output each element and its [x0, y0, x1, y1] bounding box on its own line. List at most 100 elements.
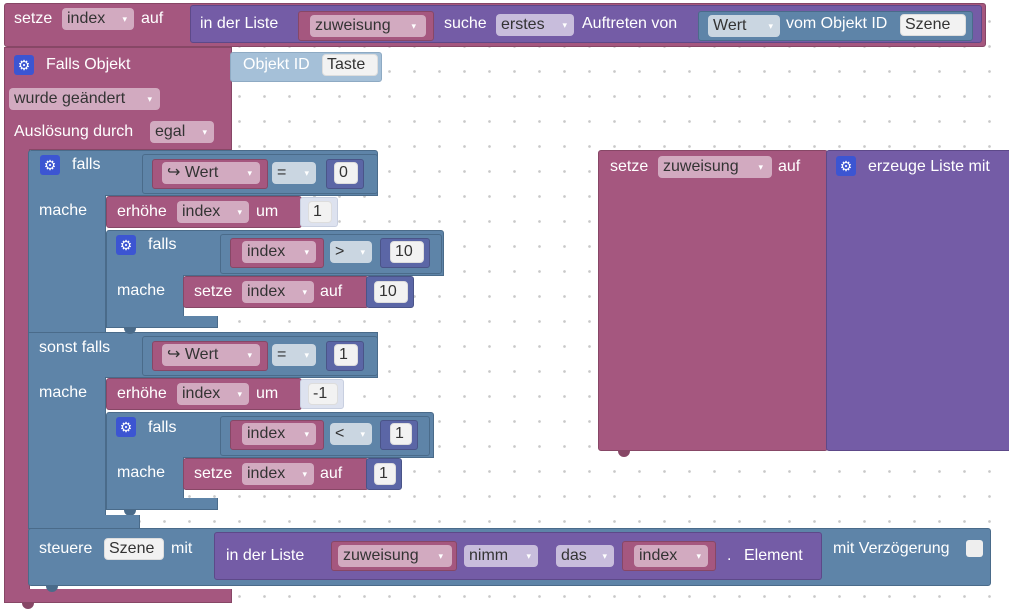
control-block-tab — [46, 585, 58, 592]
set-label: setze — [14, 10, 53, 27]
event-block-tab — [22, 602, 34, 609]
increment-label: erhöhe — [117, 203, 167, 220]
gear-icon[interactable]: ⚙ — [116, 235, 136, 255]
chevron-down-icon: ▾ — [438, 551, 443, 561]
less-operator-dropdown[interactable]: <▾ — [330, 423, 372, 445]
index-dropdown[interactable]: index▾ — [177, 201, 249, 223]
take-dropdown[interactable]: nimm▾ — [464, 545, 538, 567]
delay-checkbox[interactable] — [966, 540, 983, 557]
do-label: mache — [117, 464, 166, 481]
chevron-down-icon: ▾ — [202, 127, 207, 137]
chevron-down-icon: ▾ — [247, 350, 252, 360]
chevron-down-icon: ▾ — [602, 551, 607, 561]
control-label: steuere — [39, 540, 93, 557]
create-list-label: erzeuge Liste mit — [868, 158, 990, 175]
zero-field[interactable]: 0 — [334, 162, 358, 184]
the-dropdown[interactable]: das▾ — [556, 545, 614, 567]
event-block-spine — [4, 149, 30, 592]
inner-if-spine — [106, 457, 184, 499]
on-object-label: Falls Objekt — [46, 56, 131, 73]
chevron-down-icon: ▾ — [696, 551, 701, 561]
one-field[interactable]: 1 — [334, 344, 358, 366]
ten-field[interactable]: 10 — [390, 241, 424, 263]
index-dropdown[interactable]: index▾ — [242, 463, 314, 485]
triggered-by-label: Auslösung durch — [14, 123, 134, 140]
chevron-down-icon: ▾ — [302, 469, 307, 479]
gear-icon[interactable]: ⚙ — [40, 155, 60, 175]
occurrence-label: Auftreten von — [582, 15, 678, 32]
do-label: mache — [117, 282, 166, 299]
do-label: mache — [39, 384, 88, 401]
increment-label: erhöhe — [117, 385, 167, 402]
object-id-label: Objekt ID — [243, 56, 310, 73]
trigger-any-dropdown[interactable]: egal▾ — [150, 121, 214, 143]
if-label: falls — [148, 419, 177, 436]
chevron-down-icon: ▾ — [247, 168, 252, 178]
do-label: mache — [39, 202, 88, 219]
by-label: um — [256, 203, 279, 220]
chevron-down-icon: ▾ — [562, 20, 567, 30]
zuweisung-dropdown[interactable]: zuweisung▾ — [338, 545, 452, 567]
if-label: falls — [72, 156, 101, 173]
inner-if-footer — [106, 316, 218, 328]
set-label: setze — [194, 283, 233, 300]
chevron-down-icon: ▾ — [768, 21, 773, 31]
first-dropdown[interactable]: erstes▾ — [496, 14, 574, 36]
index-dropdown[interactable]: index▾ — [242, 241, 316, 263]
outer-else-if-spine — [28, 377, 106, 529]
inner-if-tab — [124, 509, 136, 516]
value-property-dropdown[interactable]: Wert▾ — [708, 15, 780, 37]
set-label: setze — [194, 465, 233, 482]
outer-if-spine — [28, 195, 106, 333]
chevron-down-icon: ▾ — [237, 207, 242, 217]
with-delay-label: mit Verzögerung — [833, 540, 950, 557]
inner-if-tab — [124, 327, 136, 334]
gear-icon[interactable]: ⚙ — [836, 156, 856, 176]
one-field[interactable]: 1 — [374, 463, 396, 485]
in-list-label: in der Liste — [200, 15, 279, 32]
gear-icon[interactable]: ⚙ — [116, 417, 136, 437]
button-id-field[interactable]: Taste — [322, 54, 378, 76]
to-label: auf — [320, 283, 343, 300]
changed-dropdown[interactable]: wurde geändert▾ — [9, 88, 160, 110]
scene-id-field[interactable]: Szene — [900, 14, 966, 36]
with-label: mit — [171, 540, 193, 557]
gear-icon[interactable]: ⚙ — [14, 55, 34, 75]
ten-field[interactable]: 10 — [374, 281, 408, 303]
equals-operator-dropdown[interactable]: =▾ — [272, 344, 316, 366]
chevron-down-icon: ▾ — [526, 551, 531, 561]
index-dropdown[interactable]: index▾ — [242, 423, 316, 445]
trigger-value-dropdown[interactable]: ↪ Wert▾ — [162, 162, 260, 184]
outer-if-footer — [28, 515, 140, 529]
index-dropdown[interactable]: index▾ — [177, 383, 249, 405]
set-label: setze — [610, 158, 649, 175]
create-list-block[interactable] — [826, 150, 1009, 451]
to-label: auf — [141, 10, 164, 27]
greater-operator-dropdown[interactable]: >▾ — [330, 241, 372, 263]
element-label: Element — [744, 547, 803, 564]
chevron-down-icon: ▾ — [758, 162, 763, 172]
inner-if-footer — [106, 498, 218, 510]
chevron-down-icon: ▾ — [147, 94, 152, 104]
chevron-down-icon: ▾ — [302, 287, 307, 297]
to-label: auf — [778, 158, 801, 175]
index-dropdown[interactable]: index▾ — [634, 545, 708, 567]
set-zuweisung-block[interactable] — [598, 150, 828, 451]
trigger-value-dropdown[interactable]: ↪ Wert▾ — [162, 344, 260, 366]
of-object-id-label: vom Objekt ID — [786, 15, 888, 32]
one-field[interactable]: 1 — [390, 423, 412, 445]
index-dropdown[interactable]: index▾ — [62, 8, 134, 30]
search-label: suche — [444, 15, 487, 32]
index-dropdown[interactable]: index▾ — [242, 281, 314, 303]
step-minus-one-field[interactable]: -1 — [308, 383, 338, 405]
equals-operator-dropdown[interactable]: =▾ — [272, 162, 316, 184]
chevron-down-icon: ▾ — [360, 429, 365, 439]
step-one-field[interactable]: 1 — [308, 201, 332, 223]
chevron-down-icon: ▾ — [122, 14, 127, 24]
scene-target-field[interactable]: Szene — [104, 538, 164, 560]
set-zuweisung-tab — [618, 450, 630, 457]
chevron-down-icon: ▾ — [237, 389, 242, 399]
zuweisung-dropdown[interactable]: zuweisung▾ — [310, 15, 426, 37]
if-label: falls — [148, 236, 177, 253]
zuweisung-dropdown[interactable]: zuweisung▾ — [658, 156, 772, 178]
